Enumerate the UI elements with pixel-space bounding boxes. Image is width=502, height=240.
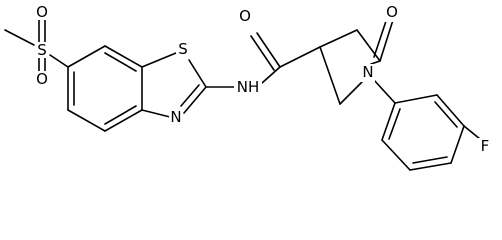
bond-pyrrolidine-n-c2 (339, 81, 363, 105)
bond-thiazole-c2-n-inner (180, 84, 200, 107)
bond-amide-carbonyl (256, 32, 281, 68)
bond-amide-carbonyl-2 (250, 35, 275, 71)
bond-phenyl-4 (409, 162, 452, 171)
bond-amide-pyrrolidine (279, 46, 321, 68)
bond-benzene-3-inner (104, 105, 137, 125)
bond-pyrrolidine-c2-c3 (319, 46, 341, 105)
sulfonyl-oxygen-bottom-label: O (36, 70, 48, 88)
bond-sulfur-benzene (49, 54, 69, 68)
lactam-oxygen-label: O (386, 3, 398, 21)
thiazole-nitrogen-label: N (170, 108, 181, 126)
bond-pyrrolidine-c4-c5 (356, 29, 381, 62)
bond-benzene-6 (67, 45, 106, 68)
bond-benzene-3 (104, 109, 143, 132)
thiazole-sulfur-label: S (178, 40, 188, 58)
bond-lactam-carbonyl (379, 19, 394, 62)
bond-carbon-fluorine (463, 125, 481, 140)
bond-thiazole-c2-n (183, 86, 207, 114)
sulfonyl-sulfur-label: S (37, 41, 47, 59)
bond-benzene-5 (104, 45, 143, 68)
molecule-structure-diagram: S O O S N NH O O N F (4, 3, 492, 171)
fluorine-label: F (481, 137, 490, 155)
bond-layer (4, 17, 481, 171)
bond-phenyl-5 (381, 139, 411, 171)
bond-pyrrolidine-c5-n (370, 60, 381, 65)
bond-lactam-carbonyl-2 (373, 17, 388, 58)
bond-benzene-2 (67, 109, 106, 132)
amide-nitrogen-label: NH (237, 78, 260, 96)
bond-amide-nitrogen-carbon (261, 66, 281, 84)
bond-pyrrolidine-c3-c4 (319, 29, 358, 48)
bond-phenyl-6-inner (388, 108, 401, 140)
bond-nitrogen-phenyl (373, 79, 396, 104)
bond-phenyl-4-inner (412, 156, 448, 164)
bond-phenyl-2 (436, 94, 465, 127)
bond-phenyl-3 (450, 125, 465, 164)
pyrrolidine-nitrogen-label: N (362, 63, 373, 81)
bond-thiazole-n-c (141, 109, 171, 118)
bond-thiazole-c-s (141, 52, 177, 68)
bond-phenyl-1 (394, 94, 438, 104)
atom-label-layer: S O O S N NH O O N F (36, 3, 492, 156)
bond-phenyl-2-inner (434, 101, 458, 128)
amide-oxygen-label: O (239, 7, 251, 25)
bond-methyl-sulfur (4, 29, 35, 46)
bond-thiazole-s-c2 (188, 59, 207, 88)
bond-benzene-5-inner (104, 52, 137, 72)
sulfonyl-oxygen-top-label: O (36, 3, 48, 21)
bond-phenyl-6 (381, 102, 396, 141)
